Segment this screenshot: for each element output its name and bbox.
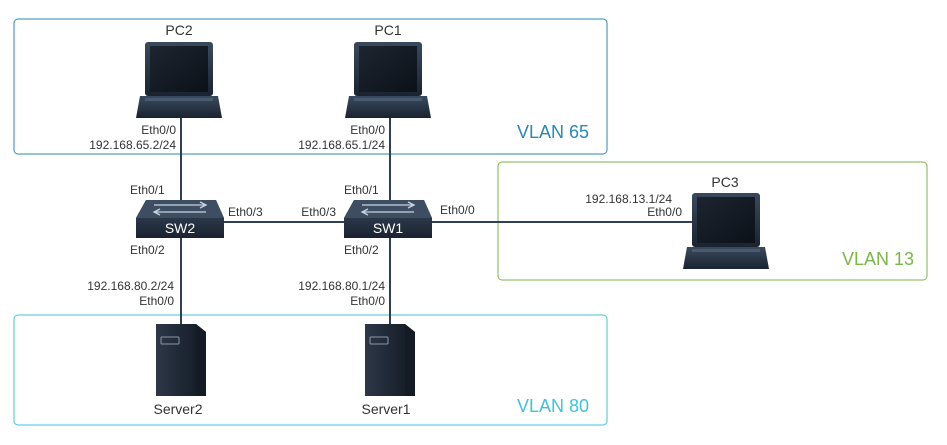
pc1-interface-label: Eth0/0 <box>350 123 385 137</box>
links <box>180 118 692 324</box>
sw1-eth00-label: Eth0/0 <box>440 203 475 217</box>
switch-icon <box>344 200 432 238</box>
sw2-name: SW2 <box>165 220 196 236</box>
laptop-icon <box>136 42 222 118</box>
server2-interface-label: Eth0/0 <box>139 294 174 308</box>
pc1-name: PC1 <box>374 22 401 38</box>
pc2-ip-label: 192.168.65.2/24 <box>89 138 176 152</box>
sw1[interactable]: SW1 <box>344 200 432 238</box>
vlan-80-zone <box>13 314 608 426</box>
vlan-13-label: VLAN 13 <box>842 249 914 269</box>
vlan-65-label: VLAN 65 <box>517 122 589 142</box>
sw2-eth02-label: Eth0/2 <box>130 243 165 257</box>
server1-name: Server1 <box>361 401 410 417</box>
pc3[interactable]: PC3 <box>683 174 769 269</box>
sw1-eth03-label: Eth0/3 <box>301 205 336 219</box>
pc2[interactable]: PC2 <box>136 22 222 118</box>
sw1-eth01-label: Eth0/1 <box>344 183 379 197</box>
server2-name: Server2 <box>153 401 202 417</box>
sw2-eth03-label: Eth0/3 <box>228 205 263 219</box>
server1[interactable]: Server1 <box>361 324 415 417</box>
pc3-interface-label: Eth0/0 <box>647 205 682 219</box>
laptop-icon <box>683 193 769 269</box>
switch-icon <box>136 200 224 238</box>
server2-ip-label: 192.168.80.2/24 <box>87 279 174 293</box>
vlan-65-zone <box>13 18 608 155</box>
sw2-eth01-label: Eth0/1 <box>130 183 165 197</box>
server2[interactable]: Server2 <box>153 324 206 417</box>
laptop-icon <box>345 42 431 118</box>
server1-ip-label: 192.168.80.1/24 <box>298 279 385 293</box>
sw2[interactable]: SW2 <box>136 200 224 238</box>
sw1-eth02-label: Eth0/2 <box>344 243 379 257</box>
server1-interface-label: Eth0/0 <box>350 294 385 308</box>
server-icon <box>365 324 415 396</box>
sw1-name: SW1 <box>373 220 404 236</box>
pc3-ip-label: 192.168.13.1/24 <box>585 192 672 206</box>
pc3-name: PC3 <box>711 174 738 190</box>
pc1[interactable]: PC1 <box>345 22 431 118</box>
server-icon <box>156 324 206 396</box>
pc1-ip-label: 192.168.65.1/24 <box>298 138 385 152</box>
vlan-80-label: VLAN 80 <box>517 396 589 416</box>
pc2-interface-label: Eth0/0 <box>141 123 176 137</box>
pc2-name: PC2 <box>165 22 192 38</box>
